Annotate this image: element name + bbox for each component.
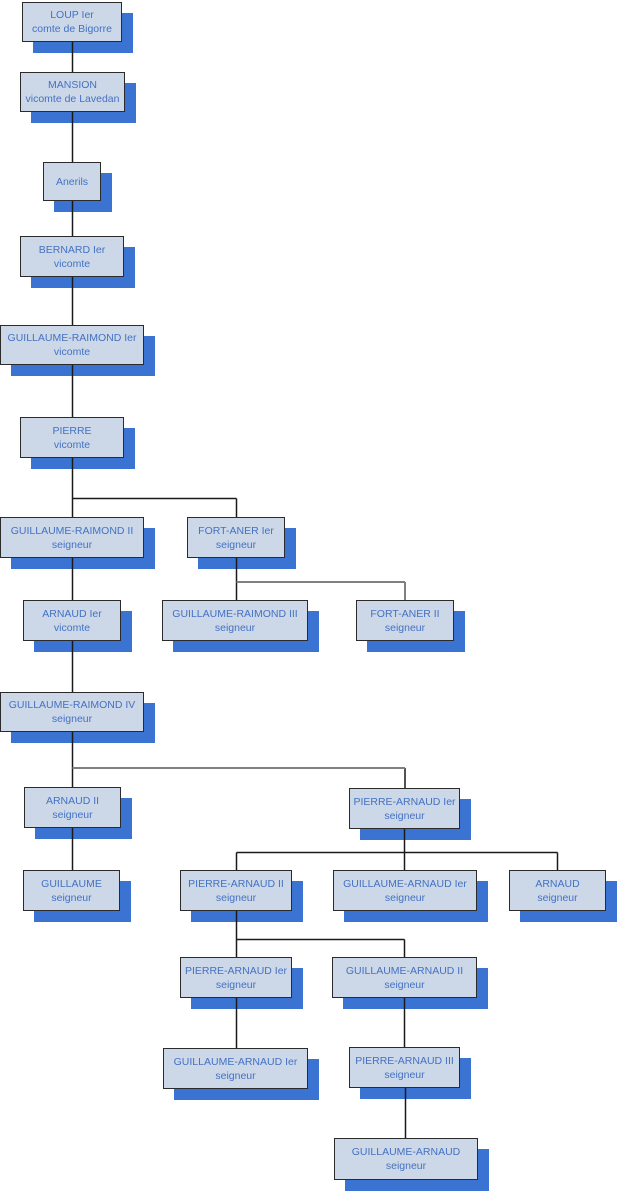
tree-node-pierre-arnaud-ier-2: PIERRE-ARNAUD Ier seigneur bbox=[180, 957, 292, 998]
person-name: PIERRE-ARNAUD Ier bbox=[184, 964, 288, 977]
person-title: seigneur bbox=[214, 621, 256, 634]
tree-node-guillaume-arnaud: GUILLAUME-ARNAUD seigneur bbox=[334, 1138, 478, 1180]
person-name: ARNAUD II bbox=[45, 794, 100, 807]
person-name: PIERRE-ARNAUD II bbox=[188, 877, 284, 890]
person-title: seigneur bbox=[384, 621, 426, 634]
person-name: PIERRE bbox=[52, 424, 92, 437]
person-name: ARNAUD bbox=[535, 877, 580, 890]
person-title: seigneur bbox=[537, 891, 578, 904]
tree-node-guillaume-raimond-ii: GUILLAUME-RAIMOND II seigneur bbox=[0, 517, 144, 558]
tree-node-pierre-arnaud-iii: PIERRE-ARNAUD III seigneur bbox=[349, 1047, 460, 1088]
person-title: comte de Bigorre bbox=[32, 23, 112, 35]
person-title: vicomte bbox=[53, 438, 91, 451]
person-title: vicomte bbox=[53, 346, 91, 358]
tree-node-pierre-arnaud-ier: PIERRE-ARNAUD Ier seigneur bbox=[349, 788, 460, 829]
person-name: GUILLAUME-RAIMOND Ier bbox=[7, 332, 137, 344]
person-title: seigneur bbox=[215, 891, 257, 904]
person-title: seigneur bbox=[51, 538, 93, 551]
tree-node-fort-aner-ii: FORT-ANER II seigneur bbox=[356, 600, 454, 641]
person-name: GUILLAUME-ARNAUD II bbox=[345, 964, 464, 977]
person-title: seigneur bbox=[385, 1160, 427, 1172]
tree-node-guillaume-arnaud-ier: GUILLAUME-ARNAUD Ier seigneur bbox=[333, 870, 477, 911]
person-name: FORT-ANER Ier bbox=[198, 524, 274, 537]
tree-node-fort-aner-ier: FORT-ANER Ier seigneur bbox=[187, 517, 285, 558]
person-title: seigneur bbox=[384, 809, 425, 822]
tree-node-pierre-arnaud-ii: PIERRE-ARNAUD II seigneur bbox=[180, 870, 292, 911]
tree-node-pierre: PIERRE vicomte bbox=[20, 417, 124, 458]
person-name: PIERRE-ARNAUD III bbox=[355, 1054, 454, 1067]
person-name: LOUP Ier bbox=[50, 9, 94, 21]
person-name: Anerils bbox=[55, 175, 89, 188]
person-name: FORT-ANER II bbox=[370, 607, 440, 620]
tree-node-anerils: Anerils bbox=[43, 162, 101, 201]
person-name: GUILLAUME-RAIMOND II bbox=[10, 524, 134, 537]
person-name: GUILLAUME-ARNAUD Ier bbox=[343, 877, 467, 890]
tree-node-guillaume: GUILLAUME seigneur bbox=[23, 870, 120, 911]
tree-node-arnaud-ii: ARNAUD II seigneur bbox=[24, 787, 121, 828]
person-title: vicomte de Lavedan bbox=[25, 93, 120, 105]
tree-node-guillaume-raimond-iii: GUILLAUME-RAIMOND III seigneur bbox=[162, 600, 308, 641]
tree-node-guillaume-raimond-ier: GUILLAUME-RAIMOND Ier vicomte bbox=[0, 325, 144, 365]
person-title: seigneur bbox=[51, 713, 93, 725]
person-name: PIERRE-ARNAUD Ier bbox=[353, 795, 456, 808]
person-name: ARNAUD Ier bbox=[42, 607, 102, 620]
person-title: seigneur bbox=[215, 538, 257, 551]
tree-node-guillaume-arnaud-ii: GUILLAUME-ARNAUD II seigneur bbox=[332, 957, 477, 998]
person-name: GUILLAUME-RAIMOND IV bbox=[8, 699, 136, 711]
person-title: seigneur bbox=[51, 891, 92, 904]
tree-node-arnaud-ier: ARNAUD Ier vicomte bbox=[23, 600, 121, 641]
person-name: GUILLAUME-ARNAUD bbox=[351, 1146, 461, 1158]
person-title: seigneur bbox=[215, 978, 257, 991]
person-title: seigneur bbox=[384, 1068, 425, 1081]
person-title: seigneur bbox=[384, 978, 425, 991]
tree-node-arnaud: ARNAUD seigneur bbox=[509, 870, 606, 911]
person-title: seigneur bbox=[384, 891, 426, 904]
person-title: seigneur bbox=[52, 808, 93, 821]
tree-node-bernard-ier: BERNARD Ier vicomte bbox=[20, 236, 124, 277]
person-name: GUILLAUME-RAIMOND III bbox=[172, 607, 298, 620]
person-title: vicomte bbox=[53, 621, 91, 634]
person-name: MANSION bbox=[47, 79, 97, 91]
tree-node-guillaume-raimond-iv: GUILLAUME-RAIMOND IV seigneur bbox=[0, 692, 144, 732]
tree-node-loup-ier: LOUP Ier comte de Bigorre bbox=[22, 2, 122, 42]
person-name: BERNARD Ier bbox=[38, 243, 106, 256]
person-name: GUILLAUME-ARNAUD Ier bbox=[173, 1055, 298, 1068]
tree-node-guillaume-arnaud-ier-2: GUILLAUME-ARNAUD Ier seigneur bbox=[163, 1048, 308, 1089]
person-title: vicomte bbox=[53, 257, 91, 270]
tree-node-mansion: MANSION vicomte de Lavedan bbox=[20, 72, 125, 112]
person-title: seigneur bbox=[215, 1069, 256, 1082]
person-name: GUILLAUME bbox=[41, 877, 102, 890]
